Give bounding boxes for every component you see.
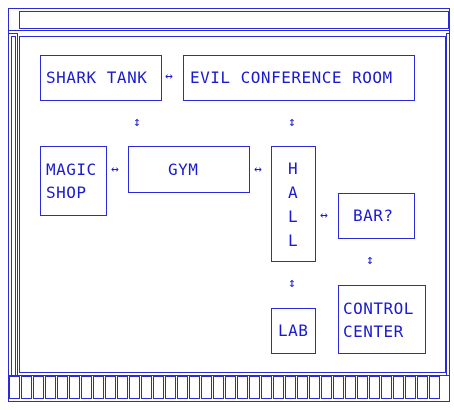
- brick: [381, 376, 392, 399]
- arrow-h-magic-gym: ↔: [111, 162, 119, 177]
- room-label-l2: L: [288, 231, 299, 250]
- brick: [285, 376, 296, 399]
- brick: [369, 376, 380, 399]
- room-label: EVIL CONFERENCE ROOM: [190, 68, 393, 87]
- brick: [93, 376, 104, 399]
- brick: [345, 376, 356, 399]
- brick: [357, 376, 368, 399]
- arrow-v-bar-control: ↕: [366, 253, 374, 268]
- brick: [261, 376, 272, 399]
- brick: [57, 376, 68, 399]
- bottom-brick-border: [9, 376, 452, 401]
- room-lab[interactable]: LAB: [271, 308, 316, 354]
- room-magic-shop[interactable]: MAGIC SHOP: [40, 146, 107, 216]
- brick: [45, 376, 56, 399]
- room-label-line2: SHOP: [46, 183, 87, 202]
- room-evil-conference-room[interactable]: EVIL CONFERENCE ROOM: [183, 55, 415, 101]
- brick: [213, 376, 224, 399]
- brick: [417, 376, 428, 399]
- room-label-a: A: [288, 183, 299, 202]
- room-bar[interactable]: BAR?: [338, 193, 415, 239]
- room-label-l1: L: [288, 207, 299, 226]
- brick: [237, 376, 248, 399]
- brick: [117, 376, 128, 399]
- brick: [249, 376, 260, 399]
- brick: [273, 376, 284, 399]
- arrow-h-shark-evil: ↔: [165, 69, 173, 84]
- brick: [333, 376, 344, 399]
- room-label-line2: CENTER: [343, 322, 404, 341]
- room-control-center[interactable]: CONTROL CENTER: [338, 285, 426, 354]
- brick: [81, 376, 92, 399]
- arrow-v-hall-lab: ↕: [288, 276, 296, 291]
- room-label: GYM: [168, 160, 199, 179]
- brick: [69, 376, 80, 399]
- brick: [153, 376, 164, 399]
- room-label: BAR?: [353, 206, 394, 225]
- brick: [225, 376, 236, 399]
- room-gym[interactable]: GYM: [128, 146, 250, 193]
- brick: [33, 376, 44, 399]
- brick: [393, 376, 404, 399]
- arrow-v-shark-gym: ↕: [133, 115, 141, 130]
- brick: [405, 376, 416, 399]
- brick: [141, 376, 152, 399]
- brick: [105, 376, 116, 399]
- brick: [201, 376, 212, 399]
- room-hall[interactable]: H A L L: [271, 146, 316, 262]
- room-label-line1: MAGIC: [46, 160, 97, 179]
- brick: [189, 376, 200, 399]
- brick: [21, 376, 32, 399]
- brick: [165, 376, 176, 399]
- room-shark-tank[interactable]: SHARK TANK: [40, 55, 162, 101]
- brick: [177, 376, 188, 399]
- arrow-h-hall-bar: ↔: [320, 208, 328, 223]
- brick: [297, 376, 308, 399]
- arrow-h-gym-hall: ↔: [254, 162, 262, 177]
- arrow-v-evil-hall: ↕: [288, 115, 296, 130]
- room-label: SHARK TANK: [46, 68, 148, 87]
- brick: [9, 376, 20, 399]
- brick: [429, 376, 440, 399]
- room-label: LAB: [278, 321, 309, 340]
- brick: [309, 376, 320, 399]
- brick: [321, 376, 332, 399]
- room-label-h: H: [288, 159, 299, 178]
- brick: [129, 376, 140, 399]
- room-label-line1: CONTROL: [343, 299, 414, 318]
